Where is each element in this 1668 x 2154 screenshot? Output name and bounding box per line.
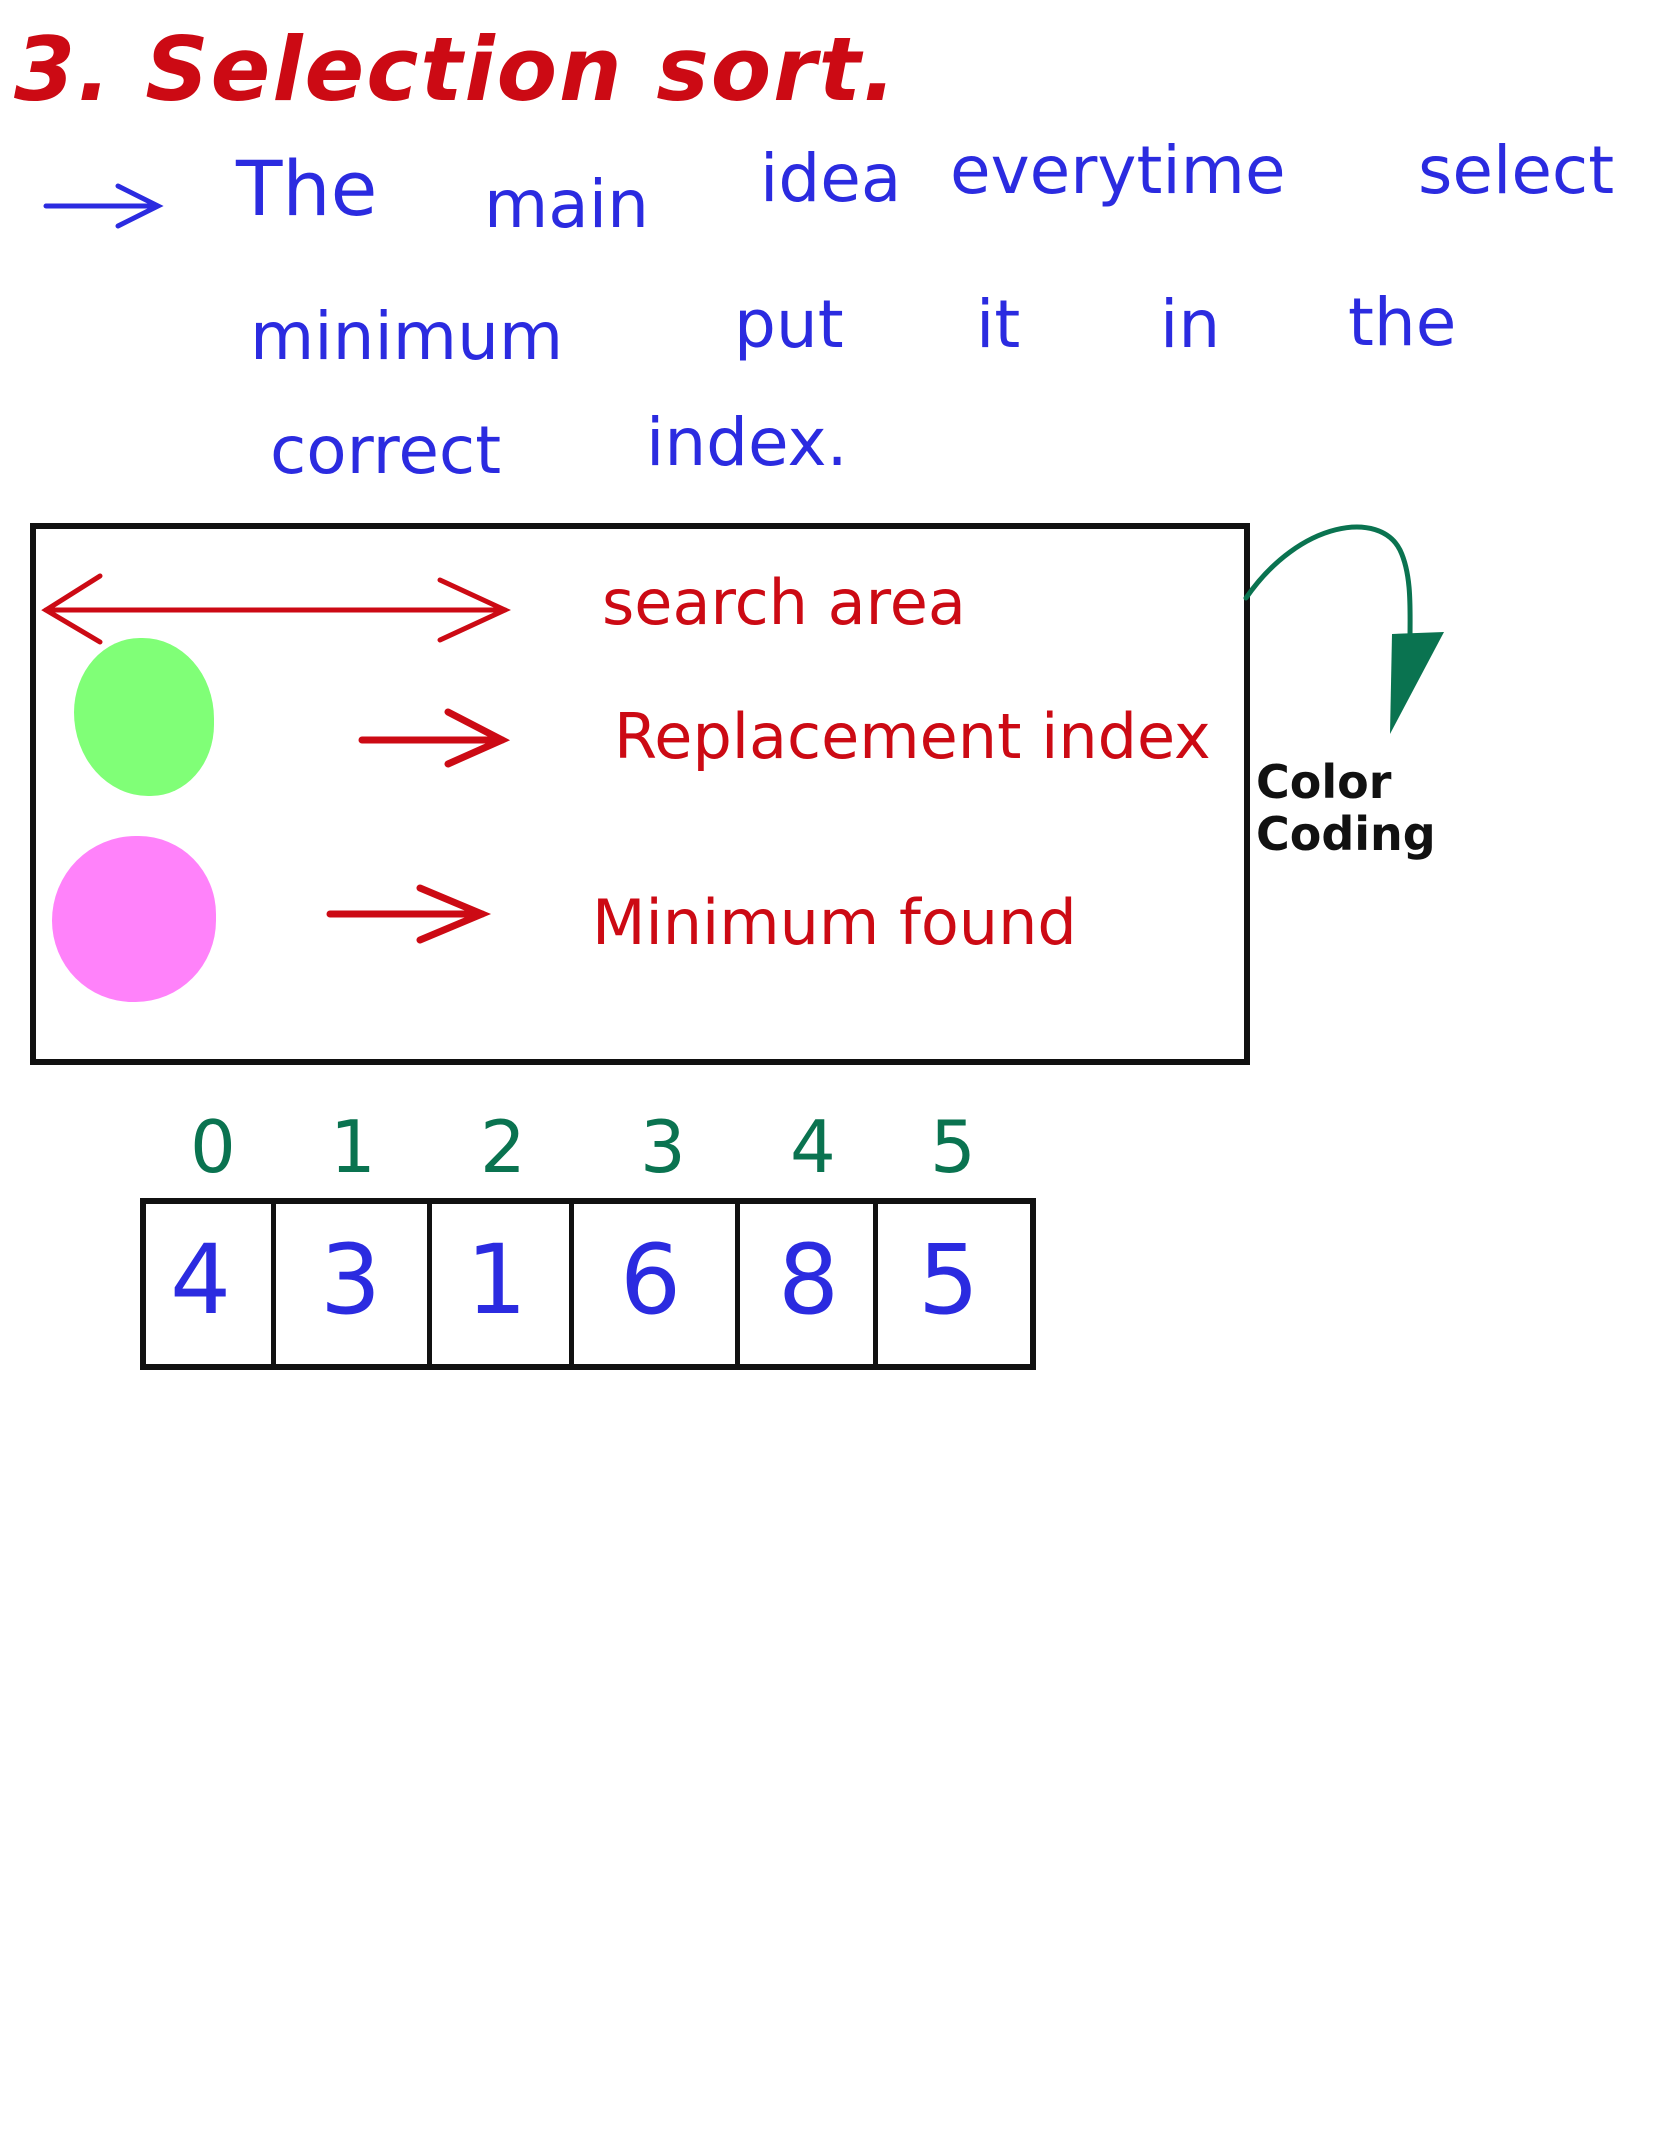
array-cell: 1 [432,1204,574,1364]
desc-word-main: main [484,166,649,243]
array-index: 0 [190,1105,236,1189]
array-cell-value: 6 [620,1224,682,1336]
right-arrow-icon [43,183,164,229]
array-index: 4 [790,1105,836,1189]
array-cell-value: 3 [320,1224,382,1336]
array-cell: 5 [878,1204,1030,1364]
array-cell: 6 [574,1204,740,1364]
array-cell: 8 [740,1204,878,1364]
desc-word-put: put [734,286,844,363]
curved-down-arrow-icon [1243,524,1444,734]
legend-label-replacement-index: Replacement index [614,700,1211,773]
desc-word-the-2: the [1348,284,1457,361]
green-circle-icon [74,638,214,796]
array: 4 3 1 6 8 5 [140,1198,1036,1370]
double-arrow-icon [41,573,511,645]
array-index: 1 [330,1105,376,1189]
desc-word-the: The [236,144,378,233]
desc-word-correct: correct [270,412,502,489]
desc-word-everytime: everytime [950,132,1286,209]
array-cell: 4 [146,1204,276,1364]
desc-word-in: in [1160,286,1221,363]
desc-word-select: select [1418,132,1615,209]
desc-word-idea: idea [760,140,902,217]
page-title: 3. Selection sort. [14,18,899,121]
array-cell-value: 5 [918,1224,980,1336]
legend-label-minimum-found: Minimum found [592,886,1077,959]
pink-circle-icon [52,836,216,1002]
annotation-color-coding: Color Coding [1256,755,1436,861]
array-cell-value: 1 [466,1224,528,1336]
right-arrow-icon [326,884,492,944]
legend-box [30,523,1250,1065]
array-index: 2 [480,1105,526,1189]
array-cell: 3 [276,1204,432,1364]
legend-graphics-layer [41,524,1444,944]
description-arrow-layer [43,183,164,229]
desc-word-it: it [976,286,1021,363]
desc-word-minimum: minimum [250,298,564,375]
legend-label-search-area: search area [602,566,966,639]
array-index: 5 [930,1105,976,1189]
right-arrow-icon [358,708,511,768]
desc-word-index: index. [646,404,848,481]
array-cell-value: 4 [170,1224,232,1336]
array-cell-value: 8 [778,1224,840,1336]
array-index: 3 [640,1105,686,1189]
